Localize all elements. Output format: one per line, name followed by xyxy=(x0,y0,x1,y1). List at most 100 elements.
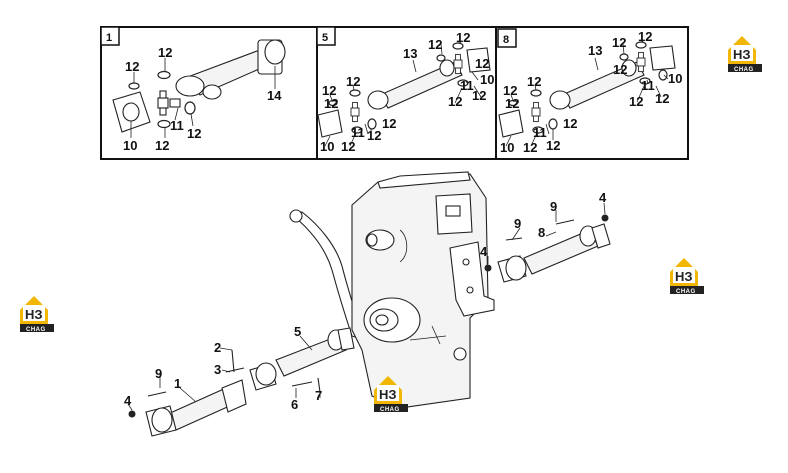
right-drive-shaft xyxy=(484,214,611,283)
box5-ring-c xyxy=(351,126,363,134)
main-label-2: 2 xyxy=(214,340,221,355)
main-label-4-center: 4 xyxy=(480,244,488,259)
mount-bolt-hole-b xyxy=(466,286,474,294)
left-drive-shaft xyxy=(128,349,247,437)
box5-ring-e xyxy=(452,42,464,50)
box5-label-12-h: 12 xyxy=(448,94,462,109)
box1-cross-spider xyxy=(157,90,169,116)
watermark-logo-top-right: НЗ CHAG xyxy=(728,36,762,73)
box5-label-12-a: 12 xyxy=(428,37,442,52)
box8-label-12-d: 12 xyxy=(503,83,517,98)
box5-cross-left xyxy=(350,101,360,123)
box5-ring-d xyxy=(367,118,377,130)
box8-label-10-right: 10 xyxy=(668,71,682,86)
box5-label-12-g: 12 xyxy=(324,96,338,111)
box1-snap-ring-top xyxy=(157,70,171,80)
housing-contour-b xyxy=(409,325,447,345)
box5-label-12-i: 12 xyxy=(472,88,486,103)
box5-label-12-d: 12 xyxy=(322,83,336,98)
box8-leaders xyxy=(505,40,669,147)
right-shaft-nut-4 xyxy=(484,264,492,272)
box5-label-12-e: 12 xyxy=(341,139,355,154)
center-shaft-bolt-6 xyxy=(291,381,313,387)
watermark-letters: НЗ xyxy=(675,269,693,284)
box5-label-12-j: 12 xyxy=(475,56,489,71)
box8-ring-h xyxy=(658,69,668,81)
box8-label-12-g: 12 xyxy=(505,96,519,111)
drain-plug xyxy=(453,347,467,361)
main-label-6: 6 xyxy=(291,397,298,412)
watermark-subtext: CHAG xyxy=(26,327,46,333)
detail-box-8-tag xyxy=(497,28,517,48)
box8-label-12-k: 12 xyxy=(563,116,577,131)
gearbox-assembly xyxy=(289,171,495,409)
watermark-logo-mid-right: НЗ CHAG xyxy=(670,258,704,295)
box5-label-11-left: 11 xyxy=(351,125,365,140)
gearbox-top-cover xyxy=(377,171,471,189)
watermark-letters: НЗ xyxy=(733,47,751,62)
box1-label-11: 11 xyxy=(170,118,184,133)
box5-label-12-c: 12 xyxy=(346,74,360,89)
box5-label-10-right: 10 xyxy=(480,72,494,87)
center-shaft-bolt-7 xyxy=(317,377,321,393)
box1-flange-end xyxy=(264,39,286,65)
box5-cross-right xyxy=(453,53,463,75)
box1-label-12-left: 12 xyxy=(125,59,139,74)
box1-label-12-bottom: 12 xyxy=(155,138,169,153)
box1-snap-ring-bottom xyxy=(157,119,171,129)
box8-label-10-left: 10 xyxy=(500,140,514,155)
main-label-9-left: 9 xyxy=(155,366,162,381)
main-label-4-right: 4 xyxy=(599,190,607,205)
center-shaft-tube xyxy=(275,335,347,377)
box5-label-12-b: 12 xyxy=(456,30,470,45)
box5-yoke-left xyxy=(367,90,389,110)
mount-bracket xyxy=(449,241,495,317)
detail-box-1-number: 1 xyxy=(106,32,112,44)
box1-label-10: 10 xyxy=(123,138,137,153)
box8-yoke-left xyxy=(549,90,571,110)
right-shaft-bolt-9 xyxy=(505,237,523,241)
watermark-subtext: CHAG xyxy=(734,67,754,73)
box5-label-13: 13 xyxy=(403,46,417,61)
box5-flange-right xyxy=(466,47,491,73)
box1-leaders xyxy=(130,58,276,138)
main-label-4-left: 4 xyxy=(124,393,132,408)
box8-label-12-a: 12 xyxy=(612,35,626,50)
detail-box-8: 8 13 12 12 12 12 10 12 11 12 12 12 12 10… xyxy=(495,26,689,160)
left-shaft-bolt-2 xyxy=(231,349,235,373)
left-shaft-front-yoke xyxy=(151,407,173,433)
box8-ring-g xyxy=(639,77,651,85)
center-shaft-front-yoke xyxy=(255,362,277,386)
watermark-letters: НЗ xyxy=(25,307,43,322)
left-shaft-bearing xyxy=(221,379,247,413)
center-shaft-end-flange xyxy=(337,327,355,351)
left-shaft-bolt-9 xyxy=(147,391,167,397)
box5-leaders xyxy=(324,41,482,147)
box8-label-13: 13 xyxy=(588,43,602,58)
main-label-7: 7 xyxy=(315,388,322,403)
box8-ring-c xyxy=(532,126,544,134)
box5-label-12-k: 12 xyxy=(382,116,396,131)
box8-label-12-j: 12 xyxy=(613,62,627,77)
main-label-8: 8 xyxy=(538,225,545,240)
box1-label-12-top: 12 xyxy=(158,45,172,60)
box8-cross-right xyxy=(636,51,646,73)
box8-label-12-e: 12 xyxy=(523,140,537,155)
main-label-3: 3 xyxy=(214,362,221,377)
box8-label-12-b: 12 xyxy=(638,29,652,44)
box5-ring-g xyxy=(457,79,469,87)
box1-label-14: 14 xyxy=(267,88,282,103)
detail-box-5-number: 5 xyxy=(322,32,328,44)
main-leaders xyxy=(127,202,606,411)
main-label-9-right: 9 xyxy=(550,199,557,214)
right-shaft-bolt-9b xyxy=(555,219,575,225)
output-shaft-end xyxy=(375,314,389,326)
gearbox-top-plug xyxy=(445,205,461,217)
box5-label-10-left: 10 xyxy=(320,139,334,154)
box8-flange-right xyxy=(649,45,676,71)
box5-ring-a xyxy=(349,89,361,97)
box8-label-12-h: 12 xyxy=(629,94,643,109)
box8-label-11-left: 11 xyxy=(533,125,547,140)
watermark-logo-left: НЗ CHAG xyxy=(20,296,54,333)
